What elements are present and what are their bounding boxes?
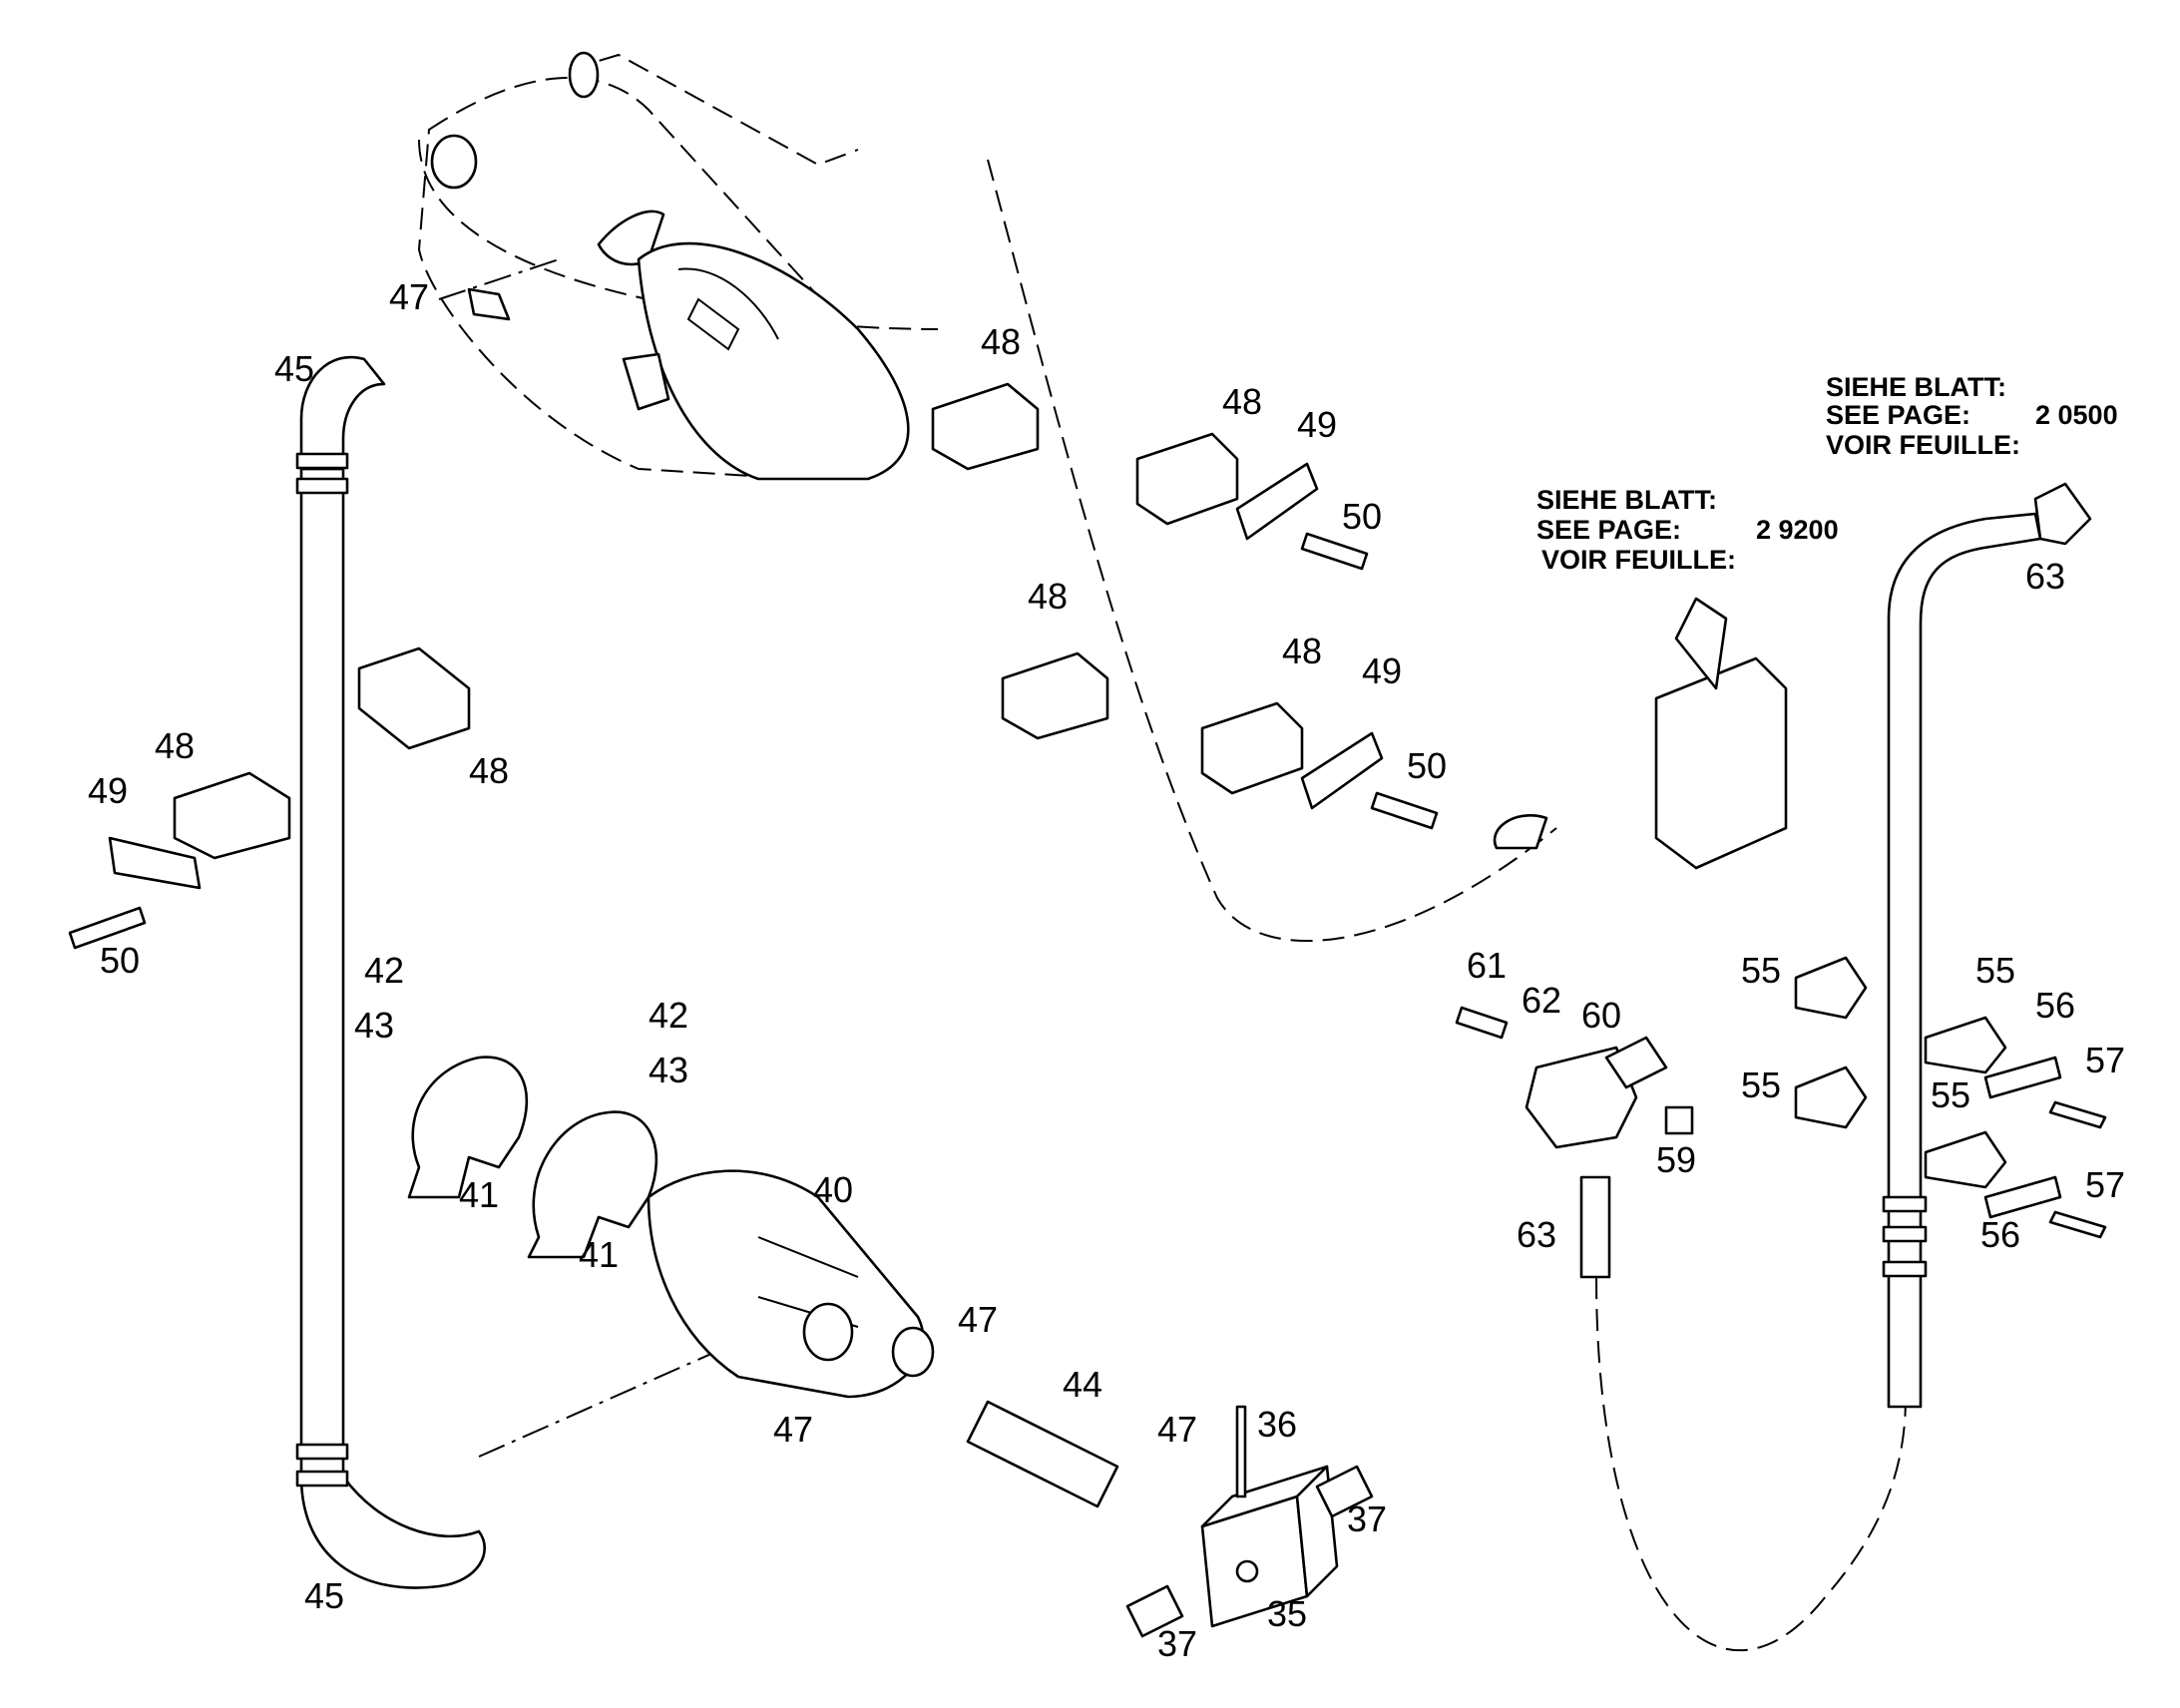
valve-block bbox=[1493, 597, 1788, 870]
clamp-41-b bbox=[527, 1110, 658, 1259]
callout-37: 37 bbox=[1347, 1498, 1387, 1539]
callout-48: 48 bbox=[1028, 576, 1068, 617]
callout-56: 56 bbox=[1980, 1214, 2020, 1255]
hose-routing-lines bbox=[418, 53, 1907, 1652]
ref-2-9200-line3: VOIR FEUILLE: bbox=[1541, 545, 1736, 575]
pipe-45-left bbox=[295, 355, 486, 1589]
ref-2-9200-line2-label: SEE PAGE: bbox=[1536, 515, 1681, 545]
block-35 bbox=[1125, 1405, 1374, 1638]
bracket-set-mid bbox=[1001, 651, 1439, 830]
callout-57: 57 bbox=[2085, 1040, 2125, 1080]
callout-49: 49 bbox=[1297, 404, 1337, 445]
valve-60 bbox=[1455, 1006, 1694, 1279]
reference-2-9200: SIEHE BLATT: SEE PAGE: 2 9200 VOIR FEUIL… bbox=[1536, 485, 1839, 575]
callout-59: 59 bbox=[1656, 1139, 1696, 1180]
callout-48: 48 bbox=[155, 725, 195, 766]
callout-50: 50 bbox=[1407, 745, 1447, 786]
callout-42: 42 bbox=[649, 995, 688, 1036]
callout-47: 47 bbox=[958, 1299, 998, 1340]
bracket-set-left bbox=[68, 646, 471, 950]
callout-36: 36 bbox=[1257, 1404, 1297, 1445]
callout-47: 47 bbox=[773, 1409, 813, 1450]
callout-57: 57 bbox=[2085, 1164, 2125, 1205]
callout-41: 41 bbox=[459, 1174, 499, 1215]
callout-48: 48 bbox=[469, 750, 509, 791]
ref-2-0500-line1: SIEHE BLATT: bbox=[1826, 372, 2006, 402]
ref-2-9200-line1: SIEHE BLATT: bbox=[1536, 485, 1717, 515]
clamp-41-a bbox=[407, 1056, 529, 1199]
pipe-63-right bbox=[1882, 482, 2092, 1409]
callout-48: 48 bbox=[1282, 631, 1322, 671]
callout-41: 41 bbox=[579, 1234, 619, 1275]
callout-50: 50 bbox=[1342, 496, 1382, 537]
callout-62: 62 bbox=[1522, 980, 1561, 1021]
callout-labels: 47 45 48 48 49 50 48 48 49 50 48 48 49 5… bbox=[88, 276, 2125, 1664]
ref-2-0500-line2-value: 2 0500 bbox=[2035, 400, 2118, 430]
callout-60: 60 bbox=[1581, 995, 1621, 1036]
callout-55: 55 bbox=[1741, 1065, 1781, 1105]
callout-45: 45 bbox=[304, 1575, 344, 1616]
heater-assembly bbox=[417, 51, 910, 481]
callout-43: 43 bbox=[649, 1050, 688, 1090]
callout-63: 63 bbox=[1517, 1214, 1556, 1255]
callout-45: 45 bbox=[274, 348, 314, 389]
callout-49: 49 bbox=[88, 770, 128, 811]
callout-47: 47 bbox=[389, 276, 429, 317]
callout-48: 48 bbox=[1222, 381, 1262, 422]
callout-55: 55 bbox=[1741, 950, 1781, 991]
callout-61: 61 bbox=[1467, 945, 1507, 986]
callout-35: 35 bbox=[1267, 1593, 1307, 1634]
clamps-55-56-57 bbox=[1794, 956, 2107, 1239]
callout-50: 50 bbox=[100, 940, 140, 981]
callout-37: 37 bbox=[1157, 1623, 1197, 1664]
ref-2-0500-line3: VOIR FEUILLE: bbox=[1826, 430, 2020, 460]
ref-2-0500-line2-label: SEE PAGE: bbox=[1826, 400, 1970, 430]
callout-48: 48 bbox=[981, 321, 1021, 362]
callout-56: 56 bbox=[2035, 985, 2075, 1026]
callout-44: 44 bbox=[1063, 1364, 1102, 1405]
callout-63: 63 bbox=[2025, 556, 2065, 597]
callout-42: 42 bbox=[364, 950, 404, 991]
ref-2-9200-line2-value: 2 9200 bbox=[1756, 515, 1839, 545]
filter-40 bbox=[647, 1169, 935, 1399]
bracket-set-top bbox=[931, 382, 1369, 571]
hose-44 bbox=[966, 1400, 1119, 1508]
callout-55: 55 bbox=[1975, 950, 2015, 991]
callout-40: 40 bbox=[813, 1169, 853, 1210]
callout-47: 47 bbox=[1157, 1409, 1197, 1450]
callout-43: 43 bbox=[354, 1005, 394, 1046]
callout-55: 55 bbox=[1931, 1074, 1970, 1115]
reference-2-0500: SIEHE BLATT: SEE PAGE: 2 0500 VOIR FEUIL… bbox=[1826, 372, 2118, 460]
callout-49: 49 bbox=[1362, 650, 1402, 691]
